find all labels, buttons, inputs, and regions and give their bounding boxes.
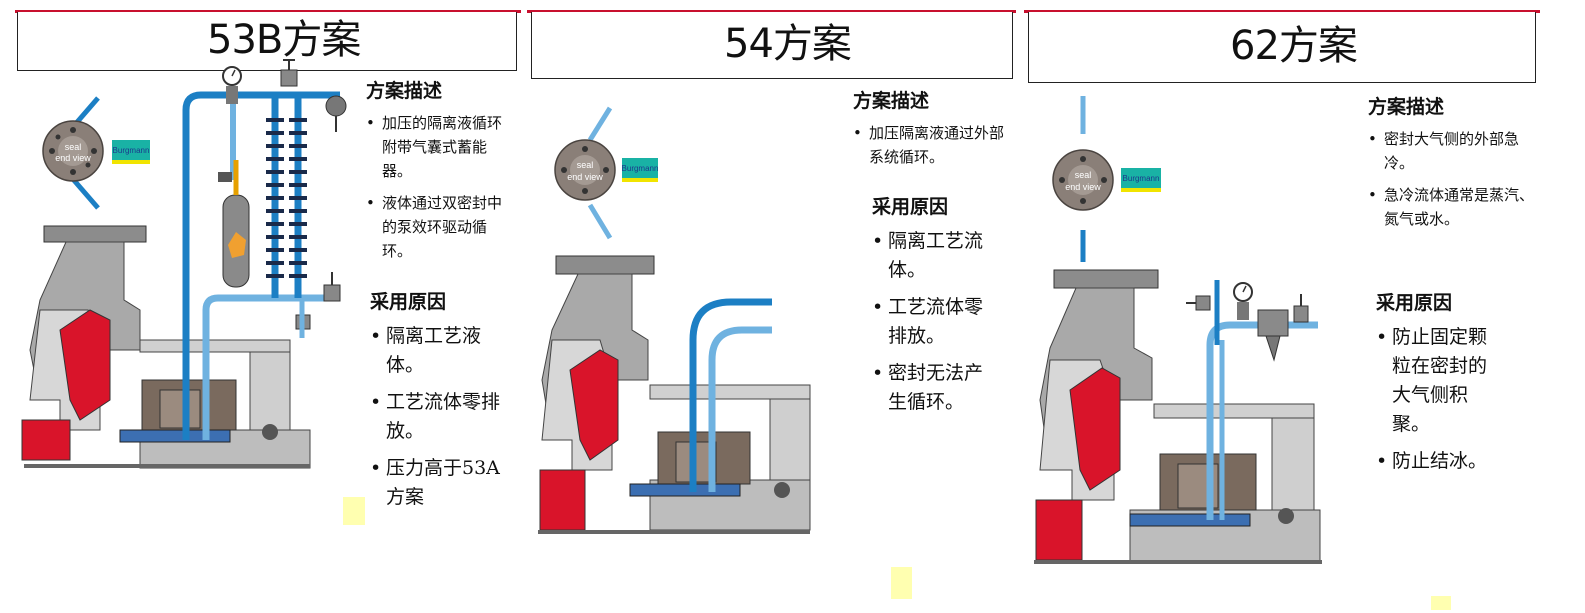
reason-item: 隔离工艺液体。 — [370, 322, 510, 380]
svg-text:Burgmann: Burgmann — [622, 164, 659, 173]
description-block: 方案描述 密封大气侧的外部急冷。 急冷流体通常是蒸汽、氮气或水。 — [1368, 92, 1534, 239]
title-box — [531, 12, 1013, 79]
reason-block: 采用原因 防止固定颗粒在密封的大气侧积聚。 防止结冰。 — [1376, 288, 1502, 484]
header-rule-2 — [527, 10, 1016, 13]
description-item: 加压的隔离液循环附带气囊式蓄能器。 — [366, 111, 516, 183]
end-view-label: end view — [55, 153, 91, 163]
cooler-fins — [266, 118, 307, 278]
level-switch-icon — [325, 95, 347, 132]
pump-casing — [21, 225, 311, 469]
burgmann-logo: Burgmann — [112, 140, 150, 164]
title-box — [1028, 12, 1536, 83]
reason-item: 防止固定颗粒在密封的大气侧积聚。 — [1376, 323, 1502, 439]
reason-item: 防止结冰。 — [1376, 447, 1502, 476]
description-heading: 方案描述 — [1368, 96, 1445, 118]
header-rule-1 — [15, 10, 521, 13]
reason-item: 密封无法产生循环。 — [872, 359, 1000, 417]
burgmann-logo: Burgmann — [622, 158, 659, 182]
end-view-label: end view — [1065, 182, 1101, 192]
seal-label: seal — [577, 160, 594, 170]
comment-marker[interactable] — [1431, 596, 1451, 610]
seal-label: seal — [65, 142, 82, 152]
description-item: 加压隔离液通过外部系统循环。 — [853, 121, 1013, 169]
pressure-gauge-icon — [1233, 282, 1253, 320]
strainer-icon — [1257, 309, 1289, 362]
reason-item: 隔离工艺流体。 — [872, 227, 1000, 285]
burgmann-logo: Burgmann — [1121, 168, 1161, 192]
circulation-pipes — [689, 298, 772, 492]
reason-item: 工艺流体零排放。 — [370, 388, 510, 446]
svg-text:Burgmann: Burgmann — [113, 146, 150, 155]
pump-casing — [1034, 269, 1322, 564]
seal-end-view: seal end view — [554, 106, 616, 240]
valve-icon — [280, 59, 341, 338]
reason-item: 压力高于53A方案 — [370, 454, 510, 512]
reason-item: 工艺流体零排放。 — [872, 293, 1000, 351]
page-title: 54方案 — [724, 21, 852, 67]
description-heading: 方案描述 — [366, 80, 443, 102]
reason-heading: 采用原因 — [872, 196, 949, 218]
title-box — [17, 12, 517, 71]
comment-marker[interactable] — [343, 497, 365, 525]
seal-label: seal — [1075, 170, 1092, 180]
end-view-label: end view — [567, 172, 603, 182]
description-item: 密封大气侧的外部急冷。 — [1368, 127, 1534, 175]
seal-end-view: seal end view — [1052, 96, 1114, 262]
description-block: 方案描述 加压的隔离液循环附带气囊式蓄能器。 液体通过双密封中的泵效环驱动循环。 — [366, 76, 516, 271]
page-title: 53B方案 — [207, 17, 361, 63]
reason-heading: 采用原因 — [1376, 292, 1453, 314]
description-heading: 方案描述 — [853, 90, 930, 112]
comment-marker[interactable] — [891, 567, 912, 599]
seal-end-view: seal end view — [42, 96, 104, 210]
pressure-gauge-icon — [222, 66, 242, 104]
quench-pipes — [1206, 280, 1318, 520]
header-rule-3 — [1024, 10, 1540, 13]
description-block: 方案描述 加压隔离液通过外部系统循环。 — [853, 86, 1013, 177]
bladder-accumulator — [218, 160, 250, 288]
valve-icon — [1186, 294, 1309, 323]
reason-block: 采用原因 隔离工艺流体。 工艺流体零排放。 密封无法产生循环。 — [872, 192, 1000, 425]
svg-text:Burgmann: Burgmann — [1123, 174, 1160, 183]
description-item: 液体通过双密封中的泵效环驱动循环。 — [366, 191, 516, 263]
description-item: 急冷流体通常是蒸汽、氮气或水。 — [1368, 183, 1534, 231]
reason-heading: 采用原因 — [370, 291, 447, 313]
reason-block: 采用原因 隔离工艺液体。 工艺流体零排放。 压力高于53A方案 — [370, 287, 510, 520]
page-title: 62方案 — [1230, 23, 1358, 69]
